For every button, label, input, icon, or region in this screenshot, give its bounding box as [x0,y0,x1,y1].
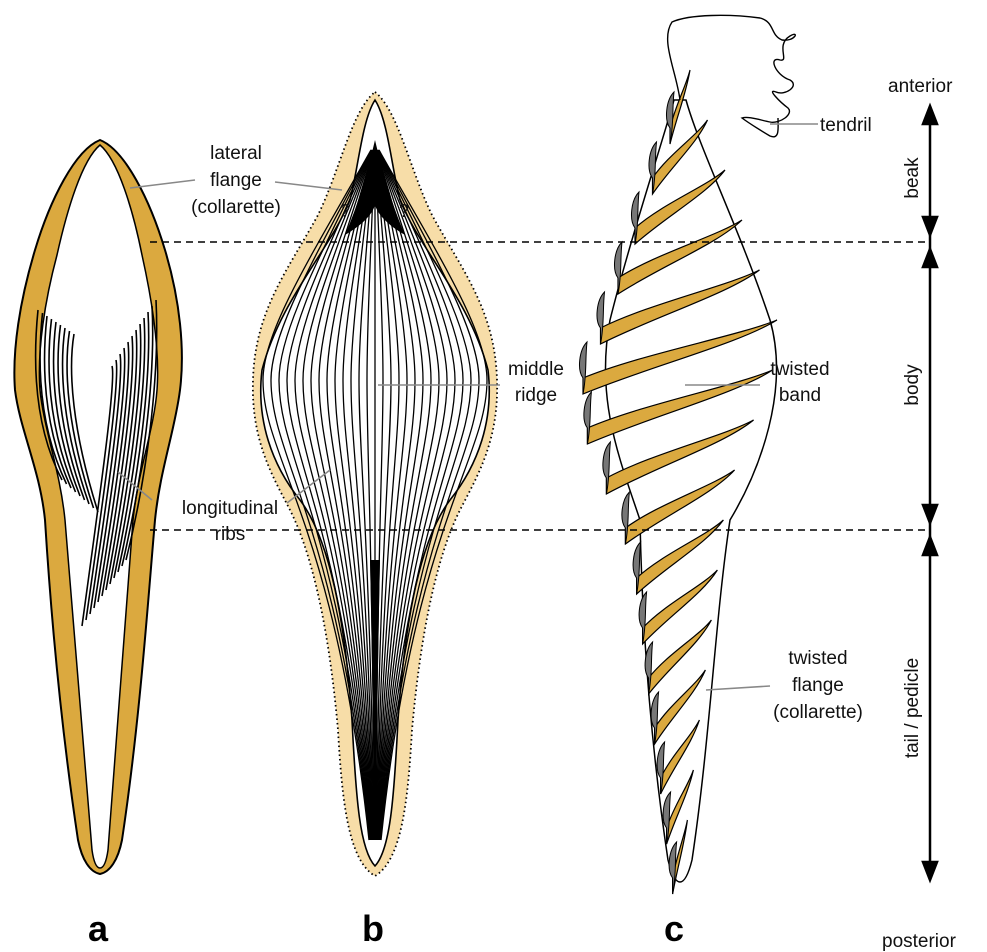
label-lateral-flange: lateral flange (collarette) [191,143,281,218]
svg-text:flange: flange [792,675,844,696]
svg-text:lateral: lateral [210,143,262,164]
posterior-label: posterior [882,931,957,952]
region-body: body [902,364,923,406]
svg-text:longitudinal: longitudinal [182,498,278,519]
leader-lateral-flange [130,180,195,188]
svg-text:(collarette): (collarette) [191,197,281,218]
label-twisted-flange: twisted flange (collarette) [773,648,863,723]
svg-text:flange: flange [210,170,262,191]
svg-text:twisted: twisted [770,359,829,380]
specimen-c [580,15,796,894]
question-mark-right: ? [399,201,409,221]
label-middle-ridge: middle ridge [508,359,564,406]
svg-text:band: band [779,385,821,406]
svg-text:twisted: twisted [788,648,847,669]
panel-letter-a: a [88,908,109,949]
panel-letter-b: b [362,908,384,949]
region-tail-pedicle: tail / pedicle [902,658,923,758]
anterior-label: anterior [888,76,953,97]
question-mark-left: ? [340,201,350,221]
label-tendril: tendril [820,115,872,136]
svg-text:ribs: ribs [215,524,246,545]
region-beak: beak [902,157,923,199]
label-longitudinal-ribs: longitudinal ribs [182,498,278,545]
leader-twisted-flange [706,686,770,690]
specimen-b: ? ? [253,92,497,876]
specimen-a [14,140,181,874]
svg-text:ridge: ridge [515,385,557,406]
panel-letter-c: c [664,908,684,949]
anterior-posterior-axis [923,106,937,880]
svg-text:(collarette): (collarette) [773,702,863,723]
svg-text:middle: middle [508,359,564,380]
label-twisted-band: twisted band [770,359,829,406]
